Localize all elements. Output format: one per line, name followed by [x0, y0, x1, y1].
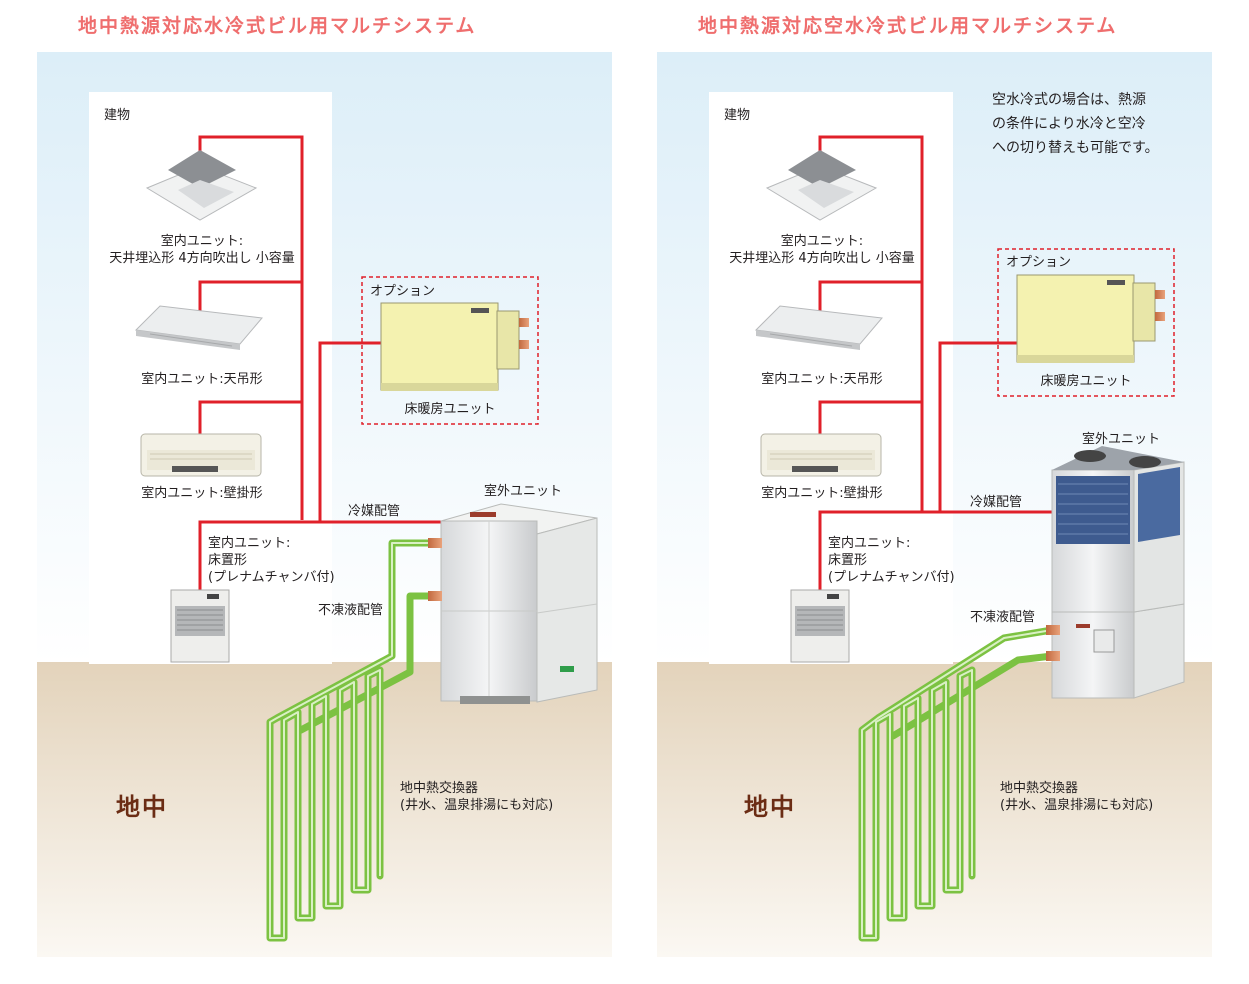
water-cooled-outdoor-unit-icon	[440, 503, 598, 704]
floor-heating-unit-label: 床暖房ユニット	[404, 402, 496, 417]
building-label: 建物	[724, 108, 751, 123]
indoor-ceiling-label: 室内ユニット:天吊形	[761, 372, 883, 387]
option-box	[997, 248, 1175, 397]
floor-heating-unit-icon	[1016, 274, 1165, 363]
indoor-floor-label: 室内ユニット: 床置形 (プレナムチャンバ付)	[828, 536, 955, 585]
option-label: オプション	[370, 284, 436, 299]
pipe-fitting-bottom	[428, 591, 442, 601]
pipe-fitting-top	[1046, 625, 1060, 635]
indoor-wall-label: 室内ユニット:壁掛形	[141, 486, 263, 501]
floor-heating-unit-label: 床暖房ユニット	[1040, 374, 1132, 389]
floor-heating-unit-icon	[380, 302, 529, 391]
antifreeze-pipe-label: 不凍液配管	[970, 610, 1036, 625]
indoor-cassette-label: 室内ユニット: 天井埋込形 4方向吹出し 小容量	[109, 234, 295, 266]
ceiling-suspended-unit-icon	[134, 305, 263, 350]
antifreeze-piping-highlight	[861, 629, 1053, 939]
refrigerant-pipe-label: 冷媒配管	[348, 504, 401, 519]
ceiling-cassette-unit-icon	[145, 150, 258, 221]
pipe-fitting-top	[428, 538, 442, 548]
panel-right	[657, 52, 1212, 957]
wall-mounted-unit-icon	[760, 433, 882, 477]
panel-title: 地中熱源対応空水冷式ビル用マルチシステム	[698, 15, 1118, 37]
outdoor-unit-label: 室外ユニット	[1082, 432, 1161, 447]
option-label: オプション	[1006, 255, 1072, 270]
building-label: 建物	[104, 108, 131, 123]
option-box	[361, 276, 539, 425]
air-water-cooled-outdoor-unit-icon	[1051, 446, 1185, 699]
antifreeze-piping-highlight	[269, 542, 432, 939]
floor-standing-unit-icon	[170, 589, 230, 663]
refrigerant-pipe-label: 冷媒配管	[970, 495, 1023, 510]
indoor-wall-label: 室内ユニット:壁掛形	[761, 486, 883, 501]
wall-mounted-unit-icon	[140, 433, 262, 477]
note-text: 空水冷式の場合は、熱源 の条件により水冷と空冷 への切り替えも可能です。	[992, 92, 1159, 156]
floor-standing-unit-icon	[790, 589, 850, 663]
indoor-cassette-label: 室内ユニット: 天井埋込形 4方向吹出し 小容量	[729, 234, 915, 266]
ground-heat-exchanger-label: 地中熱交換器 (井水、温泉排湯にも対応)	[1000, 781, 1154, 813]
ground-label: 地中	[116, 793, 168, 821]
indoor-floor-label: 室内ユニット: 床置形 (プレナムチャンバ付)	[208, 536, 335, 585]
ceiling-cassette-unit-icon	[765, 150, 878, 221]
ground-label: 地中	[744, 793, 796, 821]
panel-title: 地中熱源対応水冷式ビル用マルチシステム	[78, 15, 477, 37]
outdoor-unit-label: 室外ユニット	[484, 484, 563, 499]
antifreeze-pipe-label: 不凍液配管	[318, 603, 384, 618]
ceiling-suspended-unit-icon	[754, 305, 883, 350]
indoor-ceiling-label: 室内ユニット:天吊形	[141, 372, 263, 387]
ground-heat-exchanger-label: 地中熱交換器 (井水、温泉排湯にも対応)	[400, 781, 554, 813]
pipe-fitting-bottom	[1046, 651, 1060, 661]
panel-left	[37, 52, 612, 957]
